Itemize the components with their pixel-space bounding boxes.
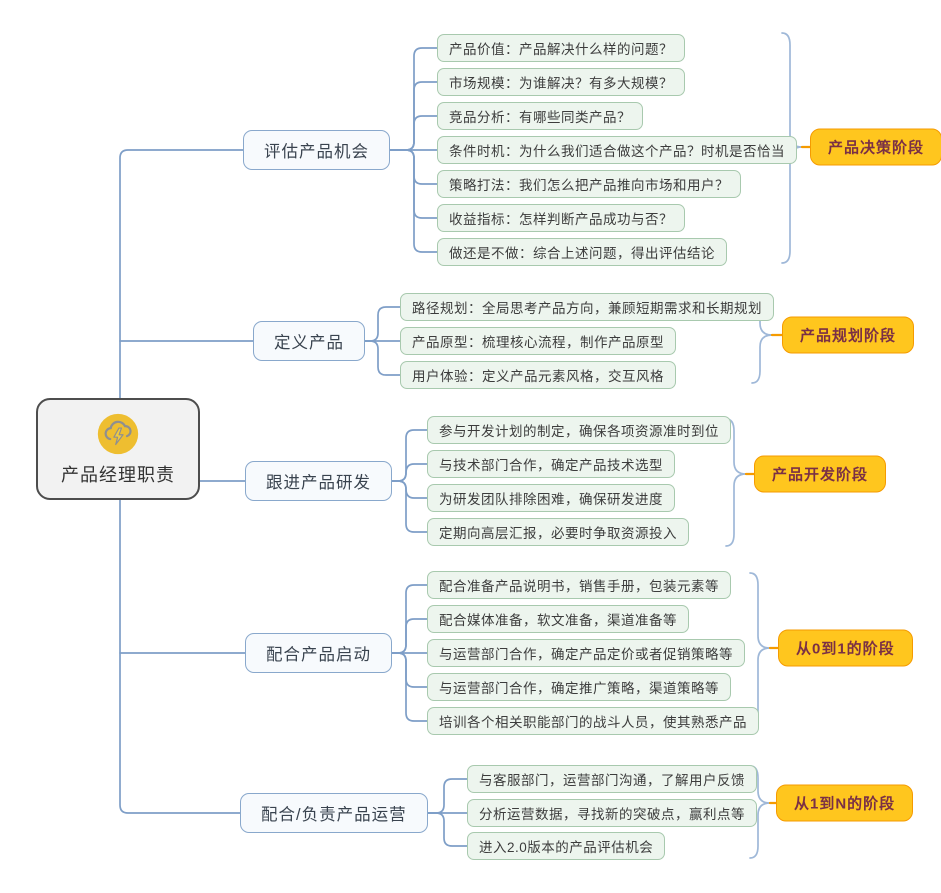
leaf-node[interactable]: 用户体验：定义产品元素风格，交互风格 (400, 361, 676, 389)
leaf-node[interactable]: 与运营部门合作，确定产品定价或者促销策略等 (427, 639, 745, 667)
root-node[interactable]: 产品经理职责 (36, 398, 200, 500)
leaf-node[interactable]: 产品原型：梳理核心流程，制作产品原型 (400, 327, 676, 355)
leaf-node[interactable]: 参与开发计划的制定，确保各项资源准时到位 (427, 416, 731, 444)
stage-label-development[interactable]: 产品开发阶段 (754, 455, 887, 493)
stage-label-one-to-n[interactable]: 从1到N的阶段 (776, 784, 914, 822)
root-label: 产品经理职责 (61, 464, 175, 485)
branch-node-support-launch[interactable]: 配合产品启动 (245, 633, 392, 673)
leaf-node[interactable]: 配合准备产品说明书，销售手册，包装元素等 (427, 571, 731, 599)
leaf-node[interactable]: 条件时机：为什么我们适合做这个产品？时机是否恰当 (437, 136, 797, 164)
branch-node-define-product[interactable]: 定义产品 (253, 321, 365, 361)
leaf-node[interactable]: 进入2.0版本的产品评估机会 (467, 832, 666, 860)
leaf-node[interactable]: 竞品分析：有哪些同类产品？ (437, 102, 643, 130)
leaf-node[interactable]: 分析运营数据，寻找新的突破点，赢利点等 (467, 799, 757, 827)
leaf-node[interactable]: 配合媒体准备，软文准备，渠道准备等 (427, 605, 689, 633)
stage-label-decision[interactable]: 产品决策阶段 (810, 128, 941, 166)
leaf-node[interactable]: 培训各个相关职能部门的战斗人员，使其熟悉产品 (427, 707, 759, 735)
stage-label-zero-to-one[interactable]: 从0到1的阶段 (778, 629, 913, 667)
edge (119, 149, 246, 401)
leaf-node[interactable]: 与运营部门合作，确定推广策略，渠道策略等 (427, 673, 731, 701)
leaf-node[interactable]: 策略打法：我们怎么把产品推向市场和用户？ (437, 170, 741, 198)
branch-node-evaluate-opportunity[interactable]: 评估产品机会 (243, 130, 390, 170)
leaf-node[interactable]: 产品价值：产品解决什么样的问题？ (437, 34, 685, 62)
cloud-lightning-icon (96, 412, 140, 456)
leaf-node[interactable]: 收益指标：怎样判断产品成功与否？ (437, 204, 685, 232)
branch-node-follow-development[interactable]: 跟进产品研发 (245, 461, 392, 501)
leaf-node[interactable]: 市场规模：为谁解决？有多大规模？ (437, 68, 685, 96)
leaf-node[interactable]: 定期向高层汇报，必要时争取资源投入 (427, 518, 689, 546)
branch-node-product-operation[interactable]: 配合/负责产品运营 (240, 793, 428, 833)
stage-label-planning[interactable]: 产品规划阶段 (782, 316, 915, 354)
leaf-node[interactable]: 与技术部门合作，确定产品技术选型 (427, 450, 675, 478)
leaf-node[interactable]: 与客服部门，运营部门沟通，了解用户反馈 (467, 765, 757, 793)
leaf-node[interactable]: 做还是不做：综合上述问题，得出评估结论 (437, 238, 727, 266)
leaf-node[interactable]: 为研发团队排除困难，确保研发进度 (427, 484, 675, 512)
leaf-node[interactable]: 路径规划：全局思考产品方向，兼顾短期需求和长期规划 (400, 293, 774, 321)
edge (119, 497, 243, 814)
